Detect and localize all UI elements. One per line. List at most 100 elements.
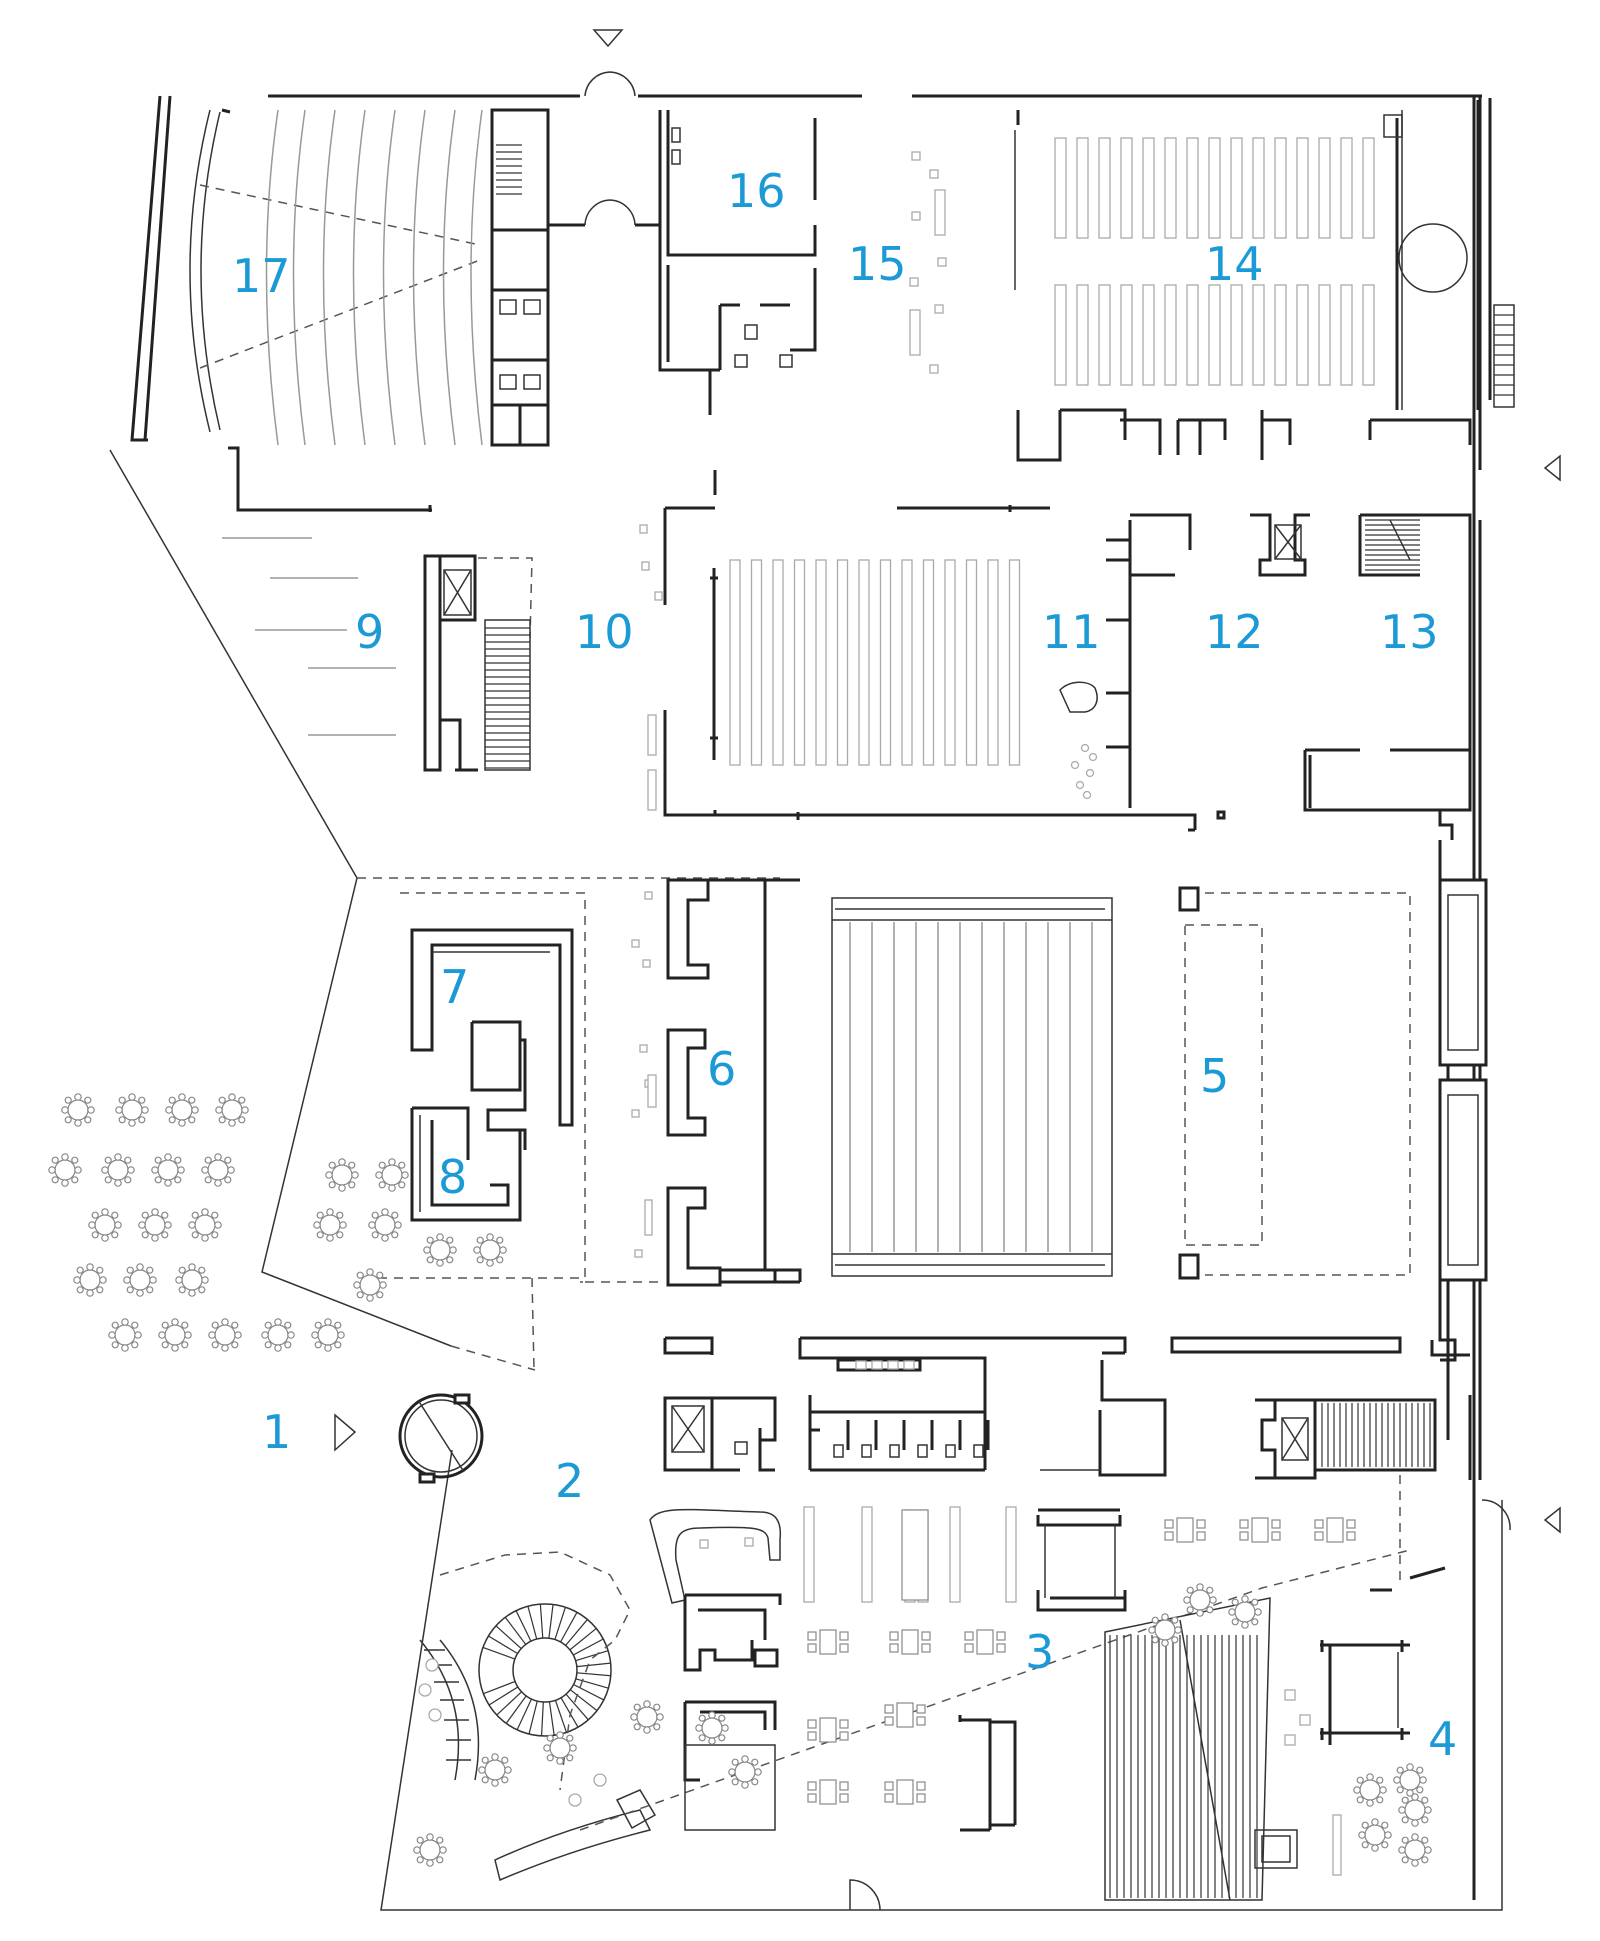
grand-piano-icon [1059, 681, 1098, 713]
round-table [151, 1153, 185, 1187]
stair-13 [1365, 519, 1420, 571]
service-strip [663, 1336, 1472, 1480]
label-4: 4 [1428, 1712, 1457, 1766]
table [1076, 284, 1089, 386]
spiral-tread [559, 1611, 578, 1643]
label-2: 2 [555, 1454, 584, 1508]
round-table [695, 1711, 729, 1745]
round-table [73, 1263, 107, 1297]
table [1318, 284, 1331, 386]
entrance-arrow-east-2-icon [1543, 1506, 1561, 1534]
spiral-tread [504, 1616, 527, 1645]
round-table [101, 1153, 135, 1187]
square-table [889, 1629, 931, 1655]
round-table [473, 1233, 507, 1267]
label-16: 16 [727, 164, 786, 218]
seat-row [1008, 559, 1021, 766]
label-8: 8 [438, 1150, 467, 1204]
table [1098, 137, 1111, 239]
round-table [368, 1208, 402, 1242]
table [1340, 284, 1353, 386]
seat-row [858, 559, 870, 766]
round-table [1228, 1595, 1262, 1629]
room-labels: 1 2 3 4 5 6 7 8 9 10 11 12 13 14 15 16 1… [232, 164, 1457, 1766]
square-table [1239, 1517, 1281, 1543]
room-11-rows [729, 559, 1021, 766]
round-table [61, 1093, 95, 1127]
round-table [325, 1158, 359, 1192]
spiral-tread [569, 1627, 597, 1651]
seat-row [944, 559, 956, 766]
round-table [1393, 1763, 1427, 1797]
spiral-tread [573, 1683, 605, 1701]
auditorium [130, 95, 550, 512]
seat-row [793, 559, 806, 766]
auditorium-stair [496, 144, 522, 195]
stair-3-4 [1104, 1597, 1271, 1901]
round-table [158, 1318, 192, 1352]
main-entrance [334, 1393, 484, 1484]
seat-row [922, 559, 935, 766]
round-table [48, 1153, 82, 1187]
round-table [175, 1263, 209, 1297]
table [1340, 137, 1353, 239]
spiral-tread [575, 1678, 609, 1689]
label-1: 1 [262, 1405, 291, 1459]
table [1274, 284, 1287, 386]
table [1186, 137, 1199, 239]
round-table [1183, 1583, 1217, 1617]
spiral-tread [488, 1635, 518, 1655]
label-5: 5 [1200, 1049, 1229, 1103]
furniture [48, 1093, 1432, 1867]
wc-fixture [861, 1444, 872, 1458]
table [1208, 137, 1221, 239]
niches-6 [631, 878, 802, 1287]
middle-zone [222, 470, 1472, 840]
round-table [201, 1153, 235, 1187]
seat-row [987, 559, 999, 766]
spiral-stair [478, 1603, 612, 1737]
square-table [807, 1779, 849, 1805]
spiral-tread [483, 1680, 516, 1695]
label-17: 17 [232, 249, 291, 303]
long-table [901, 1509, 929, 1601]
lobby [418, 1475, 1446, 1901]
round-table [1358, 1818, 1392, 1852]
round-table [478, 1753, 512, 1787]
square-table [964, 1629, 1006, 1655]
table [1296, 284, 1309, 386]
wc-fixture [973, 1444, 984, 1458]
spiral-tread [548, 1701, 555, 1736]
round-table [215, 1093, 249, 1127]
spiral-tread [528, 1700, 538, 1735]
square-table [884, 1702, 926, 1728]
wc-fixture [945, 1444, 956, 1458]
spiral-tread [540, 1701, 544, 1736]
round-table [108, 1318, 142, 1352]
spiral-tread [539, 1604, 544, 1639]
square-table [1164, 1517, 1206, 1543]
round-table [123, 1263, 157, 1297]
spiral-tread [505, 1695, 527, 1724]
stair-divider [1179, 1619, 1231, 1901]
label-10: 10 [575, 605, 634, 659]
spiral-tread [576, 1672, 611, 1677]
round-table [261, 1318, 295, 1352]
table [1362, 284, 1375, 386]
core-stair-9 [484, 619, 531, 771]
label-14: 14 [1205, 237, 1264, 291]
round-table [138, 1208, 172, 1242]
square-table [1314, 1517, 1356, 1543]
round-table [375, 1158, 409, 1192]
seat-row [901, 559, 913, 766]
label-6: 6 [707, 1042, 736, 1096]
spiral-tread [527, 1606, 538, 1640]
entrance-arrow-east-1-icon [1543, 454, 1561, 482]
spiral-tread [565, 1619, 588, 1646]
spiral-tread [516, 1698, 533, 1731]
table [1362, 137, 1375, 239]
spiral-tread [515, 1610, 532, 1642]
wc-fixture [889, 1444, 900, 1458]
square-table [807, 1629, 849, 1655]
round-table [208, 1318, 242, 1352]
